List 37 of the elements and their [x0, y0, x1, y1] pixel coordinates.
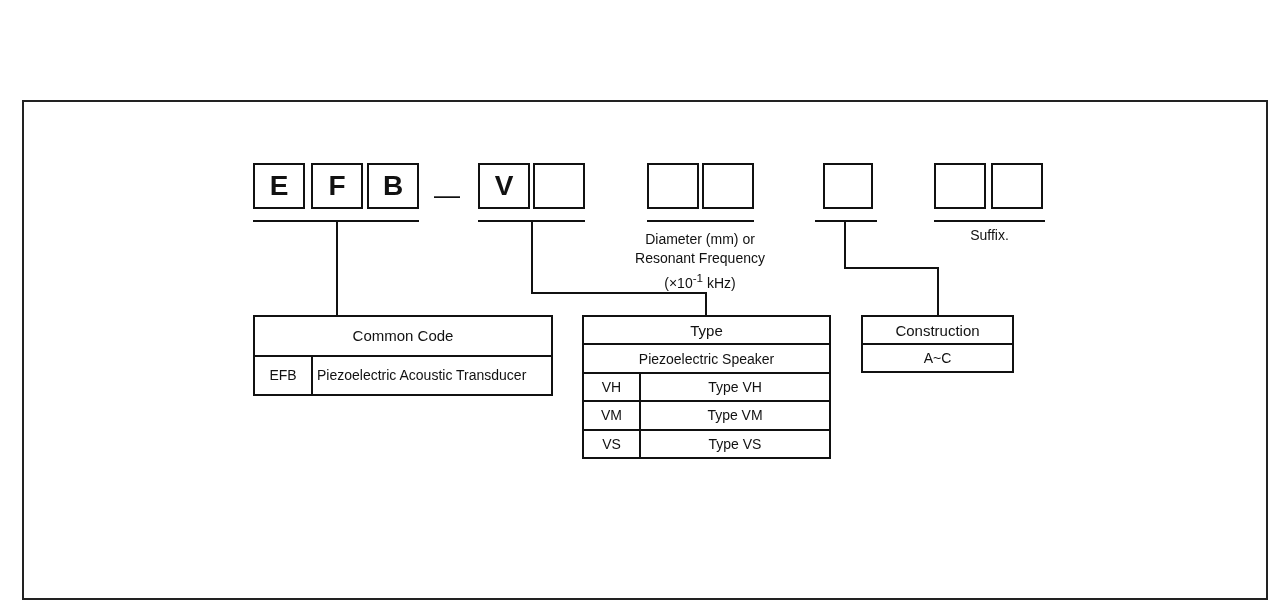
blank-code-box — [991, 163, 1043, 209]
code-letter-box: B — [367, 163, 419, 209]
leader-line — [336, 221, 338, 316]
blank-code-box — [702, 163, 754, 209]
blank-code-box — [647, 163, 699, 209]
table-cell-text: Type VH — [707, 378, 763, 397]
table-cell-text: Type VM — [706, 406, 764, 426]
table-cell-text: Type VS — [707, 434, 763, 454]
code-letter-box: V — [478, 163, 530, 209]
table-cell: EFB — [255, 356, 313, 394]
caption-text: Diameter (mm) or Resonant Frequency (×10$^{-1}$ kHz) — [634, 230, 766, 293]
underline-bar — [647, 220, 754, 222]
underline-bar — [478, 220, 585, 222]
blank-code-box — [823, 163, 873, 209]
code-table — [861, 315, 1014, 373]
leader-line — [844, 221, 939, 316]
code-letter-box: F — [311, 163, 363, 209]
table-cell-text: Piezoelectric Acoustic Transducer — [316, 366, 528, 386]
table-cell: VM — [584, 402, 641, 429]
table-cell-text: A~C — [922, 349, 953, 368]
blank-code-box — [533, 163, 585, 209]
underline-bar — [253, 220, 419, 222]
code-table — [582, 315, 831, 459]
leader-line — [531, 221, 707, 316]
table-cell: VH — [584, 373, 641, 401]
underline-bar — [815, 220, 877, 222]
blank-code-box — [934, 163, 986, 209]
code-letter-box: E — [253, 163, 305, 209]
table-cell-text: Piezoelectric Speaker — [637, 349, 776, 369]
caption-text: Suffix. — [969, 226, 1010, 245]
table-header: Construction — [894, 320, 981, 341]
table-header: Type — [689, 320, 724, 341]
underline-bar — [934, 220, 1045, 222]
table-cell: VS — [584, 430, 641, 458]
dash-separator: — — [433, 180, 461, 210]
table-header: Common Code — [351, 326, 455, 347]
code-table — [253, 315, 553, 396]
